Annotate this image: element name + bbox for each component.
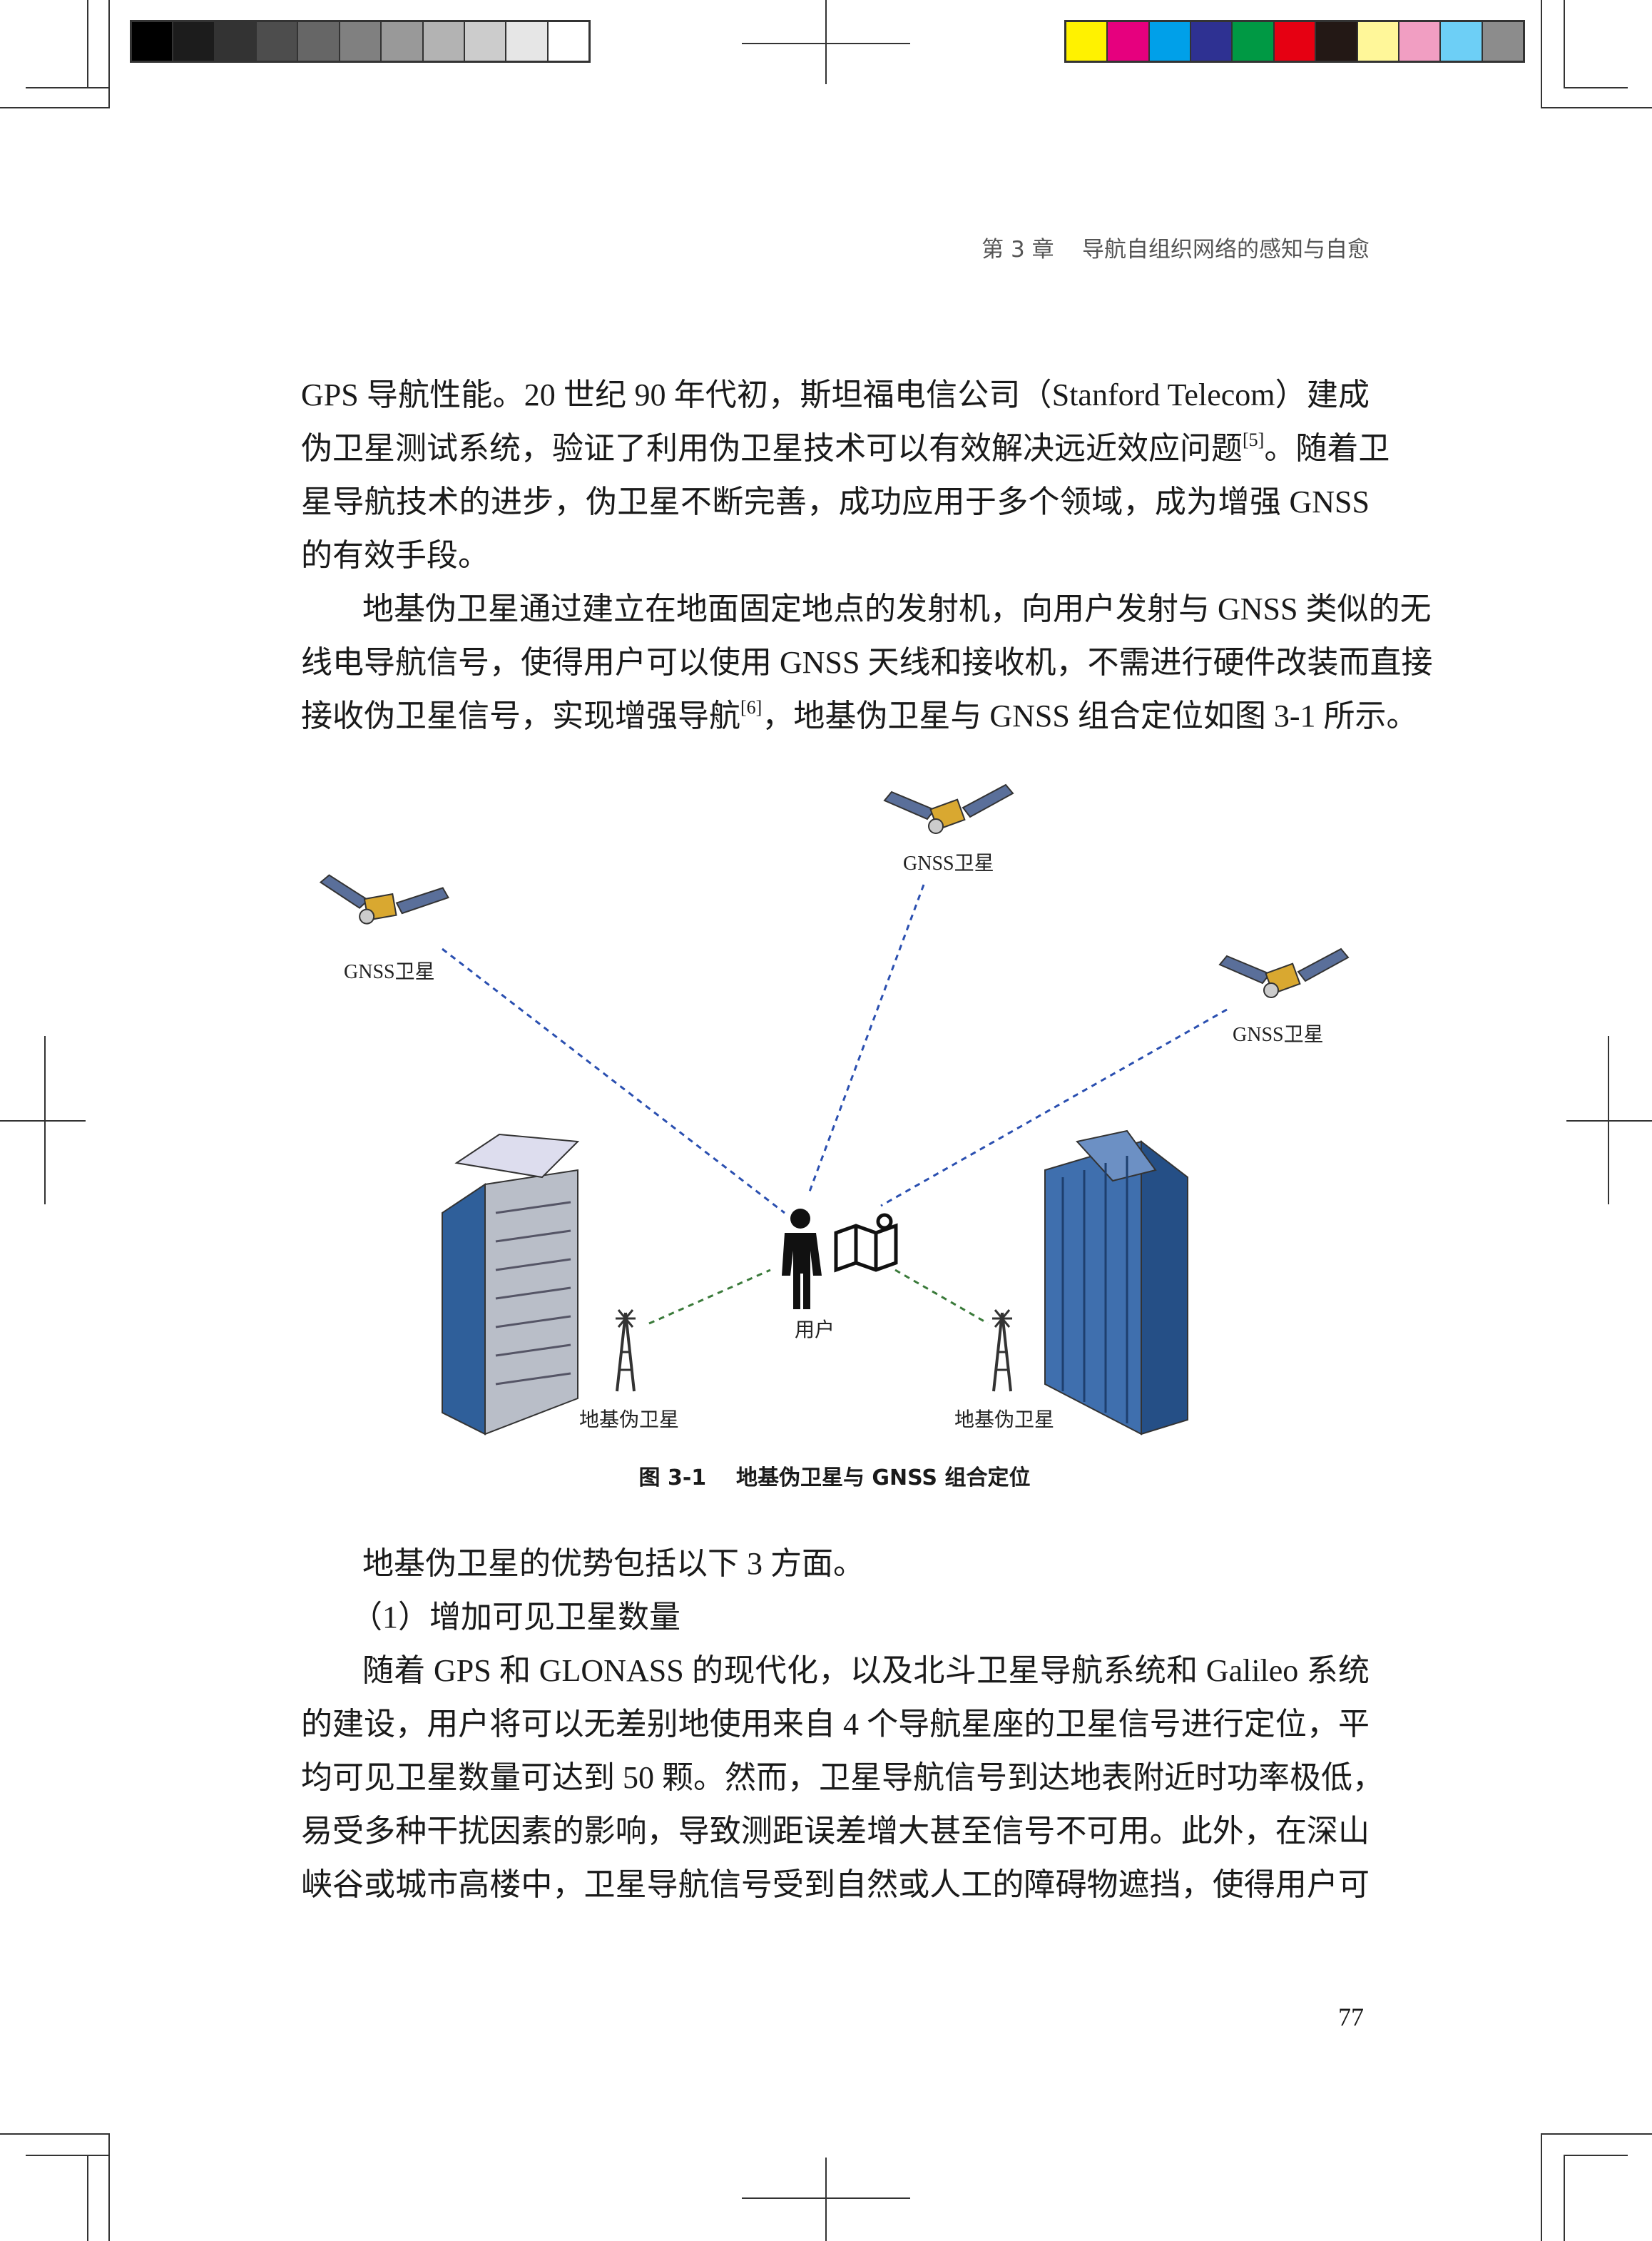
gnss-signal-links: [442, 884, 1228, 1214]
color-swatch: [1399, 22, 1442, 61]
user-label: 用户: [795, 1319, 835, 1341]
color-swatch: [506, 22, 549, 61]
signal-link: [648, 1269, 771, 1325]
text-line: 的有效手段。: [301, 538, 489, 573]
pseudolite-tower-icon: [614, 1308, 637, 1393]
signal-link: [808, 884, 925, 1192]
text-line: 伪卫星测试系统，验证了利用伪卫星技术可以有效解决远近效应问题[5]。随着卫: [301, 430, 1390, 467]
satellite-label: GNSS卫星: [1233, 1024, 1324, 1046]
user-person-icon: [782, 1209, 822, 1309]
color-swatch: [382, 22, 424, 61]
citation[interactable]: [5]: [1243, 430, 1265, 450]
pseudolite-links: [648, 1269, 989, 1325]
color-swatch: [1108, 22, 1150, 61]
color-swatch: [340, 22, 382, 61]
color-swatch: [1316, 22, 1358, 61]
color-swatch: [173, 22, 215, 61]
chapter-number: 第 3 章: [981, 237, 1054, 263]
text-line: 接收伪卫星信号，实现增强导航[6]，地基伪卫星与 GNSS 组合定位如图 3-1…: [301, 697, 1418, 734]
color-swatch: [1233, 22, 1275, 61]
figure-diagram: [314, 784, 1349, 1435]
text-line: 随着 GPS 和 GLONASS 的现代化，以及北斗卫星导航系统和 Galile…: [362, 1653, 1370, 1688]
text-line: 峡谷或城市高楼中，卫星导航信号受到自然或人工的障碍物遮挡，使得用户可: [301, 1867, 1370, 1902]
grayscale-calibration-bar: [130, 20, 591, 63]
text-line: 地基伪卫星的优势包括以下 3 方面。: [362, 1546, 865, 1581]
color-swatch: [423, 22, 465, 61]
text-line: GPS 导航性能。20 世纪 90 年代初，斯坦福电信公司（Stanford T…: [301, 377, 1370, 412]
running-header: 第 3 章 导航自组织网络的感知与自愈: [981, 231, 1370, 263]
text-line: 线电导航信号，使得用户可以使用 GNSS 天线和接收机，不需进行硬件改装而直接: [301, 645, 1433, 680]
signal-link: [894, 1269, 989, 1325]
page-number: 77: [1338, 2003, 1364, 2031]
color-swatch: [1066, 22, 1108, 61]
chapter-title: 导航自组织网络的感知与自愈: [1082, 237, 1370, 263]
text-line: 星导航技术的进步，伪卫星不断完善，成功应用于多个领域，成为增强 GNSS: [301, 484, 1370, 519]
color-swatch: [1274, 22, 1317, 61]
color-swatch: [548, 22, 588, 61]
color-swatch: [298, 22, 340, 61]
satellite-icon: [1219, 948, 1349, 998]
color-swatch: [257, 22, 299, 61]
color-swatch: [1482, 22, 1523, 61]
satellite-icon: [314, 865, 451, 938]
figure-caption: 图 3-1 地基伪卫星与 GNSS 组合定位: [638, 1465, 1031, 1490]
text-line: 易受多种干扰因素的影响，导致测距误差增大甚至信号不可用。此外，在深山: [301, 1814, 1370, 1849]
color-swatch: [464, 22, 507, 61]
color-swatch: [1149, 22, 1192, 61]
map-pin-icon: [834, 1213, 898, 1273]
color-calibration-bar: [1064, 20, 1525, 63]
pseudolite-tower-icon: [991, 1308, 1014, 1393]
building-right-icon: [1044, 1129, 1188, 1435]
text-line: 地基伪卫星通过建立在地面固定地点的发射机，向用户发射与 GNSS 类似的无: [362, 591, 1432, 626]
satellite-label: GNSS卫星: [344, 961, 435, 983]
satellite-label: GNSS卫星: [903, 853, 994, 875]
text-line: 均可见卫星数量可达到 50 颗。然而，卫星导航信号到达地表附近时功率极低，: [301, 1760, 1384, 1795]
color-swatch: [1357, 22, 1399, 61]
building-left-icon: [442, 1133, 580, 1435]
citation[interactable]: [6]: [740, 697, 763, 718]
color-swatch: [1441, 22, 1483, 61]
pseudolite-label: 地基伪卫星: [579, 1409, 680, 1431]
signal-link: [880, 1008, 1228, 1207]
text-line: 的建设，用户将可以无差别地使用来自 4 个导航星座的卫星信号进行定位，平: [301, 1707, 1370, 1742]
color-swatch: [215, 22, 258, 61]
section-heading: （1）增加可见卫星数量: [351, 1600, 680, 1635]
signal-link: [442, 947, 785, 1214]
pseudolite-label: 地基伪卫星: [954, 1409, 1055, 1431]
color-swatch: [132, 22, 174, 61]
satellite-icon: [884, 784, 1014, 834]
color-swatch: [1191, 22, 1233, 61]
